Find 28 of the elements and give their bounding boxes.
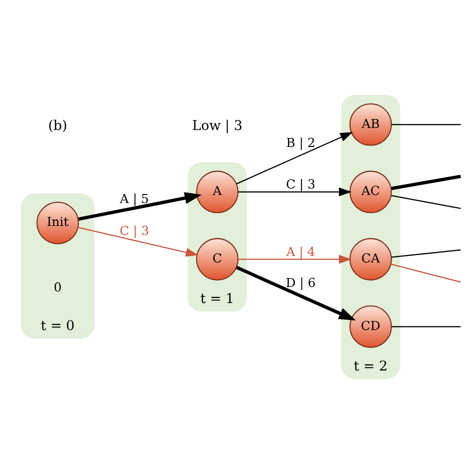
arrow (238, 188, 352, 196)
connector (390, 124, 460, 126)
connector (390, 264, 460, 283)
edge-label: A | 5 (119, 190, 148, 206)
label: (b) (48, 118, 67, 134)
connector (390, 174, 460, 190)
edge-label: A | 4 (286, 244, 315, 259)
node-circle: CA (348, 238, 392, 281)
edge-label: C | 3 (119, 223, 149, 238)
connector (390, 326, 460, 328)
edge-label: C | 3 (285, 176, 315, 192)
node-circle: Init (36, 202, 78, 244)
node-circle: A (196, 170, 238, 214)
node-circle: C (196, 238, 238, 281)
node-circle: AB (348, 103, 392, 146)
label: Low | 3 (192, 118, 242, 134)
arrow (77, 226, 198, 257)
arrow (235, 266, 356, 321)
edge-label: D | 6 (285, 274, 316, 290)
connector (390, 249, 460, 258)
arrow (78, 192, 202, 221)
arrow (238, 254, 352, 264)
connector (390, 195, 460, 210)
edge-label: B | 2 (286, 134, 315, 150)
node-circle: AC (348, 170, 392, 214)
node-label: 0 (53, 280, 62, 295)
arrow (236, 132, 352, 184)
node-circle: CD (348, 305, 392, 348)
